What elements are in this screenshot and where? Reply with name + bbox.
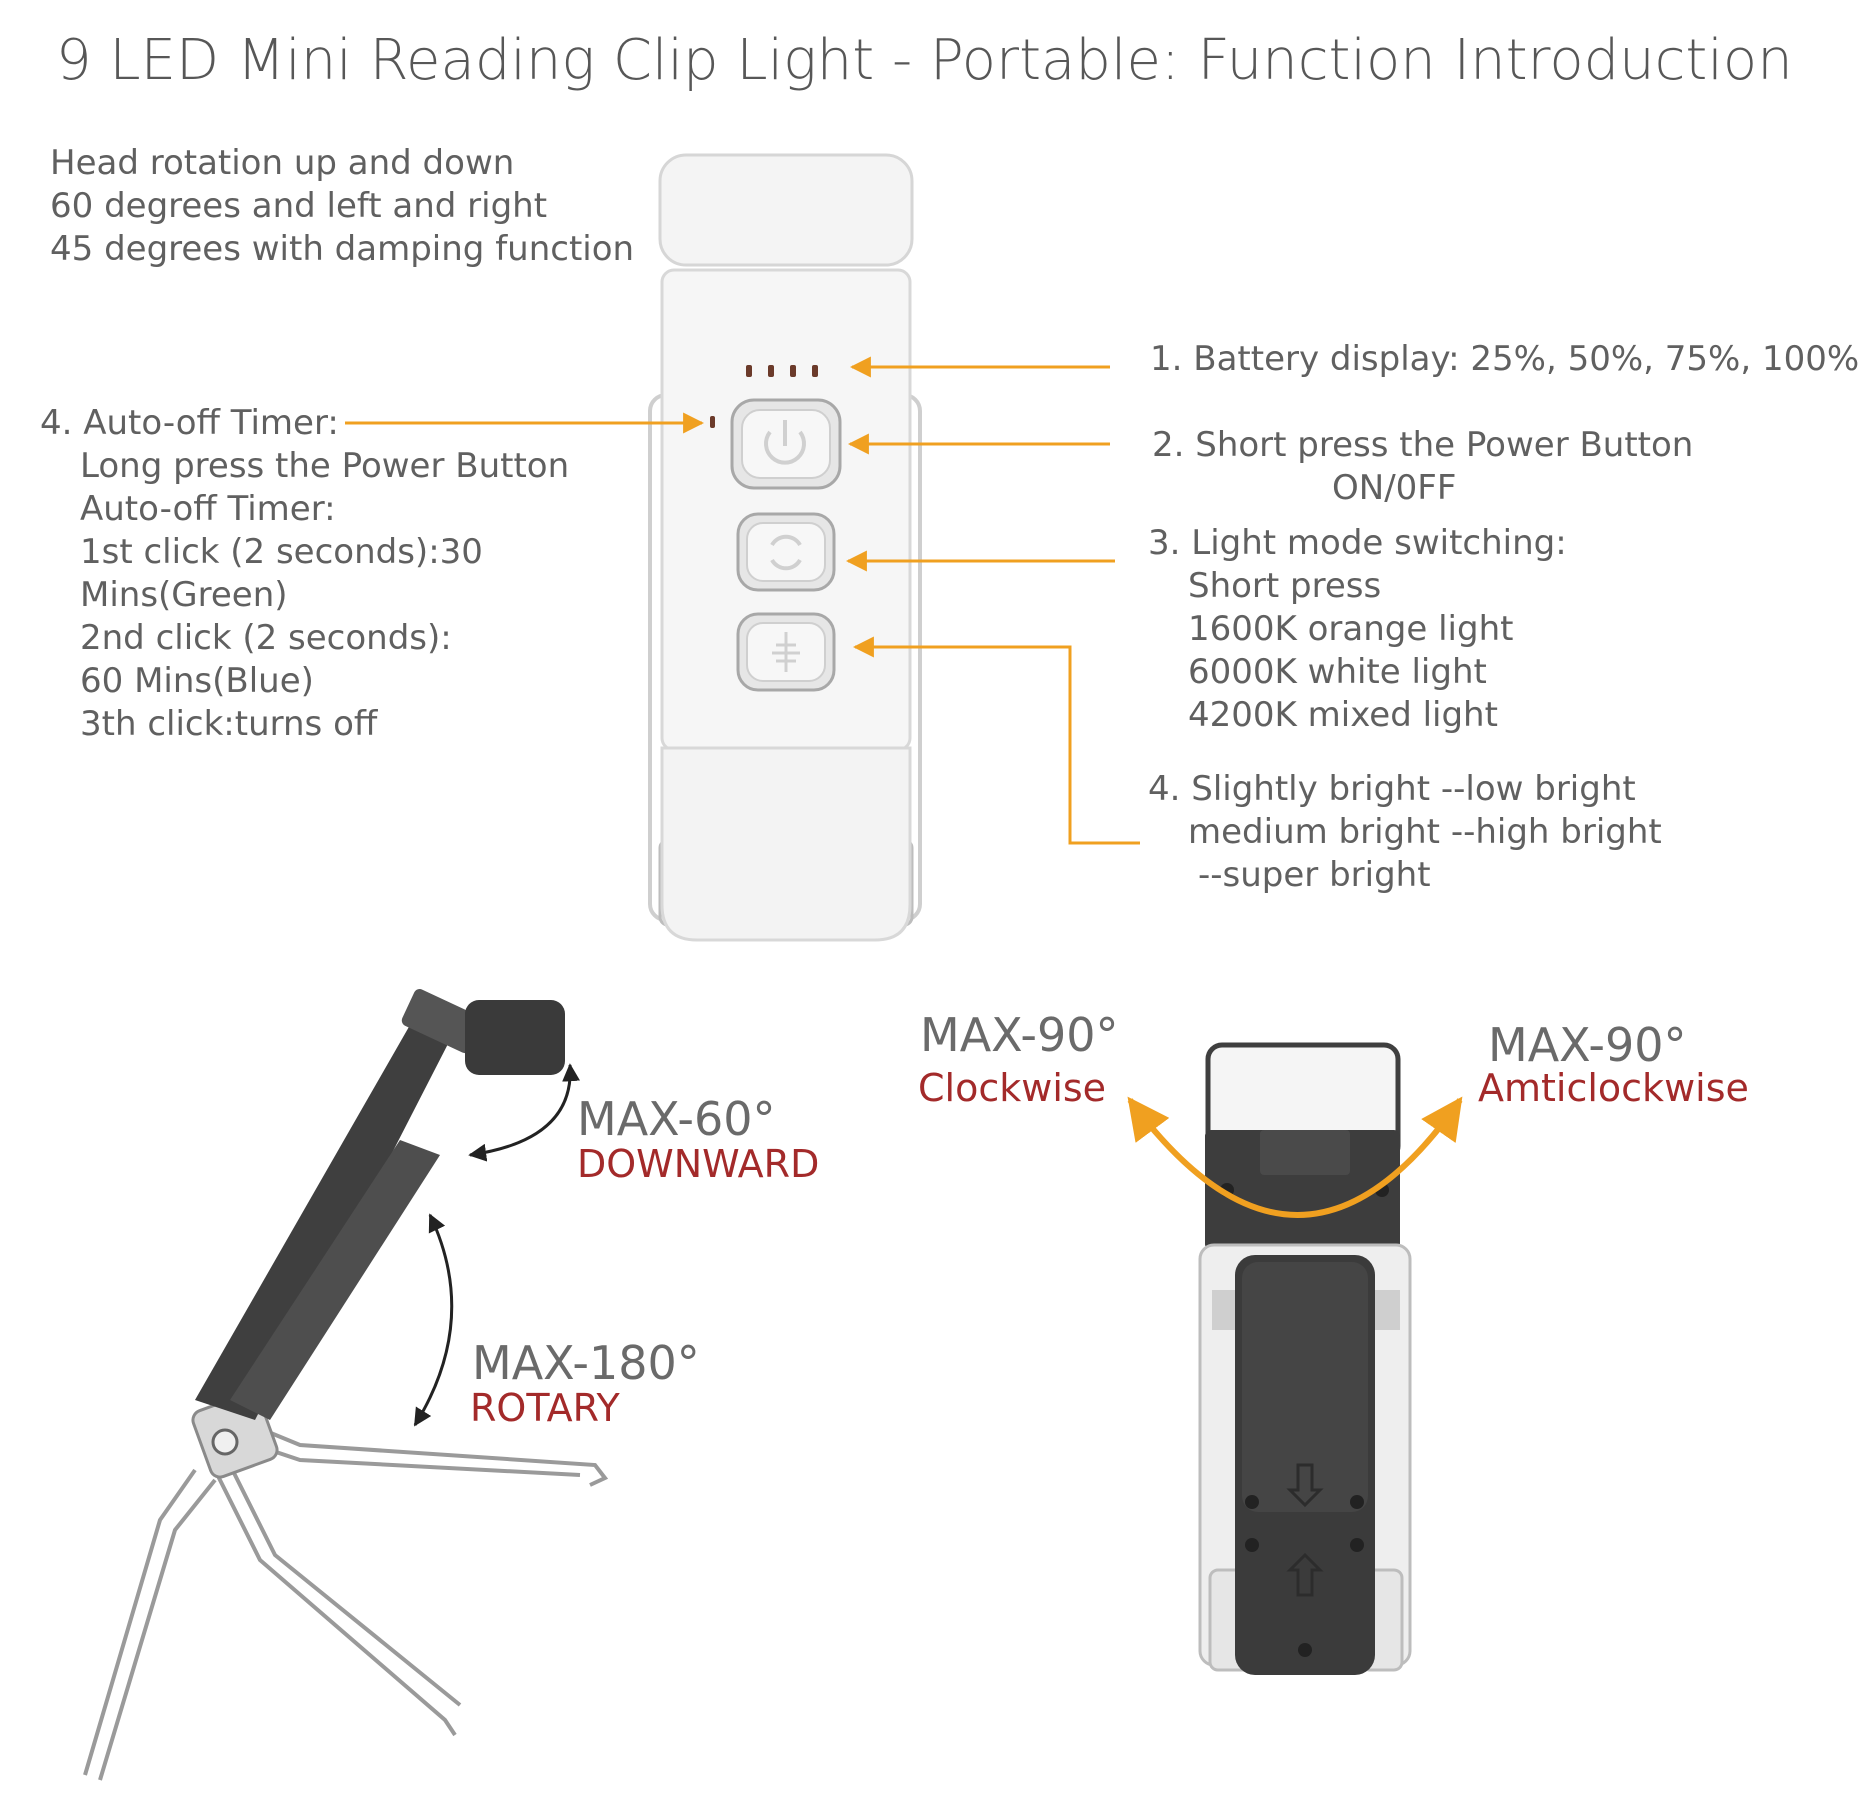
arm-lower bbox=[230, 1140, 440, 1420]
device-lower bbox=[660, 746, 912, 942]
light-mode-heading: 3. Light mode switching: bbox=[1148, 523, 1567, 563]
power-line: 2. Short press the Power Button bbox=[1152, 425, 1694, 465]
head-rotation-line: Head rotation up and down bbox=[50, 143, 515, 183]
brightness-button[interactable] bbox=[736, 612, 836, 692]
power-button-text: 2. Short press the Power Button ON/0FF bbox=[1152, 424, 1693, 510]
light-mode-line: 1600K orange light bbox=[1188, 609, 1514, 649]
rotary-arrow bbox=[413, 1213, 454, 1427]
downward-max-label: MAX-60° bbox=[577, 1092, 776, 1146]
rotation-arc-arrow bbox=[1127, 1096, 1463, 1218]
illustration-layer bbox=[83, 153, 1463, 1781]
downward-label: DOWNWARD bbox=[577, 1142, 820, 1186]
auto-off-line: 3th click:turns off bbox=[80, 704, 378, 744]
auto-off-heading: 4. Auto-off Timer: bbox=[40, 403, 339, 443]
power-on-off: ON/0FF bbox=[1332, 468, 1457, 508]
back-device bbox=[1127, 1042, 1463, 1675]
battery-led-icon bbox=[746, 365, 818, 377]
auto-off-timer-text: 4. Auto-off Timer: Long press the Power … bbox=[40, 402, 569, 746]
light-mode-line: Short press bbox=[1188, 566, 1382, 606]
callout-arrows bbox=[345, 356, 1140, 845]
brightness-line: --super bright bbox=[1198, 855, 1431, 895]
head-rotation-text: Head rotation up and down 60 degrees and… bbox=[50, 142, 634, 271]
light-mode-line: 6000K white light bbox=[1188, 652, 1487, 692]
auto-off-line: 1st click (2 seconds):30 bbox=[80, 532, 483, 572]
auto-off-line: Auto-off Timer: bbox=[80, 489, 336, 529]
page: 9 LED Mini Reading Clip Light - Portable… bbox=[40, 28, 1859, 1781]
side-device bbox=[83, 989, 609, 1781]
back-neck bbox=[1205, 1130, 1400, 1250]
brightness-icon bbox=[772, 632, 800, 672]
page-title: 9 LED Mini Reading Clip Light - Portable… bbox=[56, 28, 1793, 93]
arm-upper bbox=[195, 1025, 450, 1420]
anticlockwise-label: Amticlockwise bbox=[1478, 1066, 1749, 1110]
device-head bbox=[658, 153, 914, 267]
rotary-max-label: MAX-180° bbox=[472, 1336, 700, 1390]
brightness-line: medium bright --high bright bbox=[1188, 812, 1662, 852]
rotary-label: ROTARY bbox=[470, 1386, 620, 1430]
brightness-line: 4. Slightly bright --low bright bbox=[1148, 769, 1636, 809]
downward-arrow bbox=[468, 1063, 581, 1162]
power-icon bbox=[764, 420, 806, 465]
battery-display-text: 1. Battery display: 25%, 50%, 75%, 100% bbox=[1150, 339, 1859, 379]
auto-off-line: Mins(Green) bbox=[80, 575, 288, 615]
brightness-text: 4. Slightly bright --low bright medium b… bbox=[1148, 768, 1662, 897]
power-button[interactable] bbox=[730, 398, 842, 490]
side-head bbox=[465, 1000, 565, 1075]
arm-joint bbox=[401, 989, 483, 1054]
auto-off-line: Long press the Power Button bbox=[80, 446, 570, 486]
anticlockwise-max-label: MAX-90° bbox=[1488, 1018, 1687, 1072]
light-mode-text: 3. Light mode switching: Short press 160… bbox=[1148, 522, 1567, 737]
clip-legs bbox=[83, 1408, 609, 1781]
auto-off-line: 2nd click (2 seconds): bbox=[80, 618, 452, 658]
mode-cycle-icon bbox=[770, 534, 802, 571]
back-neck-tab bbox=[1260, 1130, 1350, 1175]
timer-led bbox=[710, 416, 715, 428]
clockwise-label: Clockwise bbox=[918, 1066, 1107, 1110]
front-device bbox=[648, 153, 922, 942]
head-rotation-line: 60 degrees and left and right bbox=[50, 186, 548, 226]
head-rotation-line: 45 degrees with damping function bbox=[50, 229, 635, 269]
hinge-screw bbox=[211, 1428, 239, 1456]
clockwise-max-label: MAX-90° bbox=[920, 1008, 1119, 1062]
brightness-arrow bbox=[852, 636, 1140, 845]
mode-button[interactable] bbox=[736, 512, 836, 592]
light-mode-line: 4200K mixed light bbox=[1188, 695, 1498, 735]
auto-off-line: 60 Mins(Blue) bbox=[80, 661, 314, 701]
